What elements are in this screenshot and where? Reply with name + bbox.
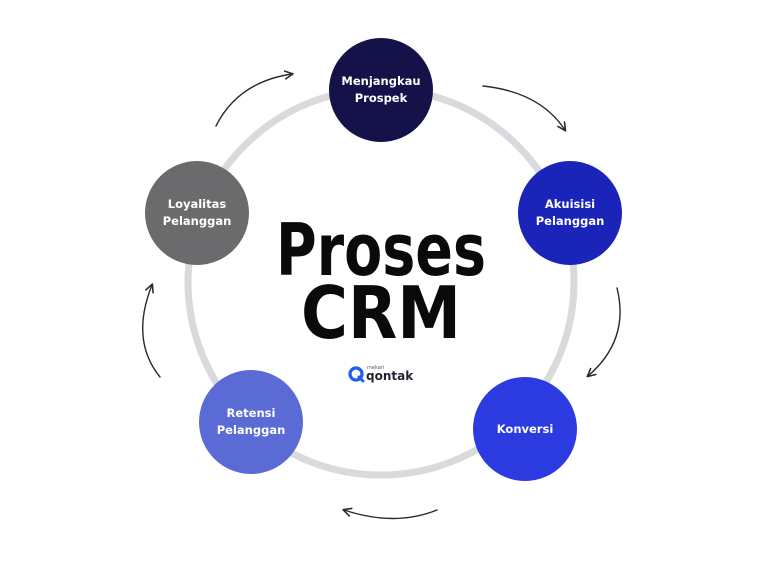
stage-label-line2: Pelanggan <box>163 214 232 228</box>
flow-arrow-akuisisi-to-konversi <box>586 287 621 378</box>
stage-node-konversi: Konversi <box>473 377 577 481</box>
flow-arrow-konversi-to-retensi <box>342 507 438 520</box>
stage-node-menjangkau-prospek: Menjangkau Prospek <box>329 38 433 142</box>
stage-label-line1: Akuisisi <box>545 197 595 211</box>
stage-label-line1: Loyalitas <box>168 197 227 211</box>
stage-label-line1: Retensi <box>227 406 276 420</box>
stage-circle <box>518 161 622 265</box>
stage-label-line2: Pelanggan <box>217 423 286 437</box>
diagram-title: Proses CRM <box>276 208 486 355</box>
flow-arrow-loyalitas-to-menjangkau <box>215 70 294 127</box>
stage-node-retensi-pelanggan: Retensi Pelanggan <box>199 370 303 474</box>
title-line-2: CRM <box>301 271 461 355</box>
stage-circle <box>473 377 577 481</box>
brand-logo: mekari qontak <box>348 365 414 383</box>
stage-node-loyalitas-pelanggan: Loyalitas Pelanggan <box>145 161 249 265</box>
stage-label-line1: Konversi <box>497 422 554 436</box>
brand-name-small: mekari <box>367 365 384 371</box>
stage-label-line2: Prospek <box>355 91 408 105</box>
stage-circle <box>145 161 249 265</box>
stage-label-line1: Menjangkau <box>341 74 420 88</box>
flow-arrow-retensi-to-loyalitas <box>142 283 161 378</box>
stage-circle <box>199 370 303 474</box>
flow-arrows <box>142 70 621 520</box>
stage-node-akuisisi-pelanggan: Akuisisi Pelanggan <box>518 161 622 265</box>
flow-arrow-menjangkau-to-akuisisi <box>482 85 567 132</box>
stage-circle <box>329 38 433 142</box>
stage-label-line2: Pelanggan <box>536 214 605 228</box>
brand-name-main: qontak <box>366 369 414 383</box>
qontak-logo-icon <box>348 366 365 383</box>
title-line-1: Proses <box>276 208 486 292</box>
